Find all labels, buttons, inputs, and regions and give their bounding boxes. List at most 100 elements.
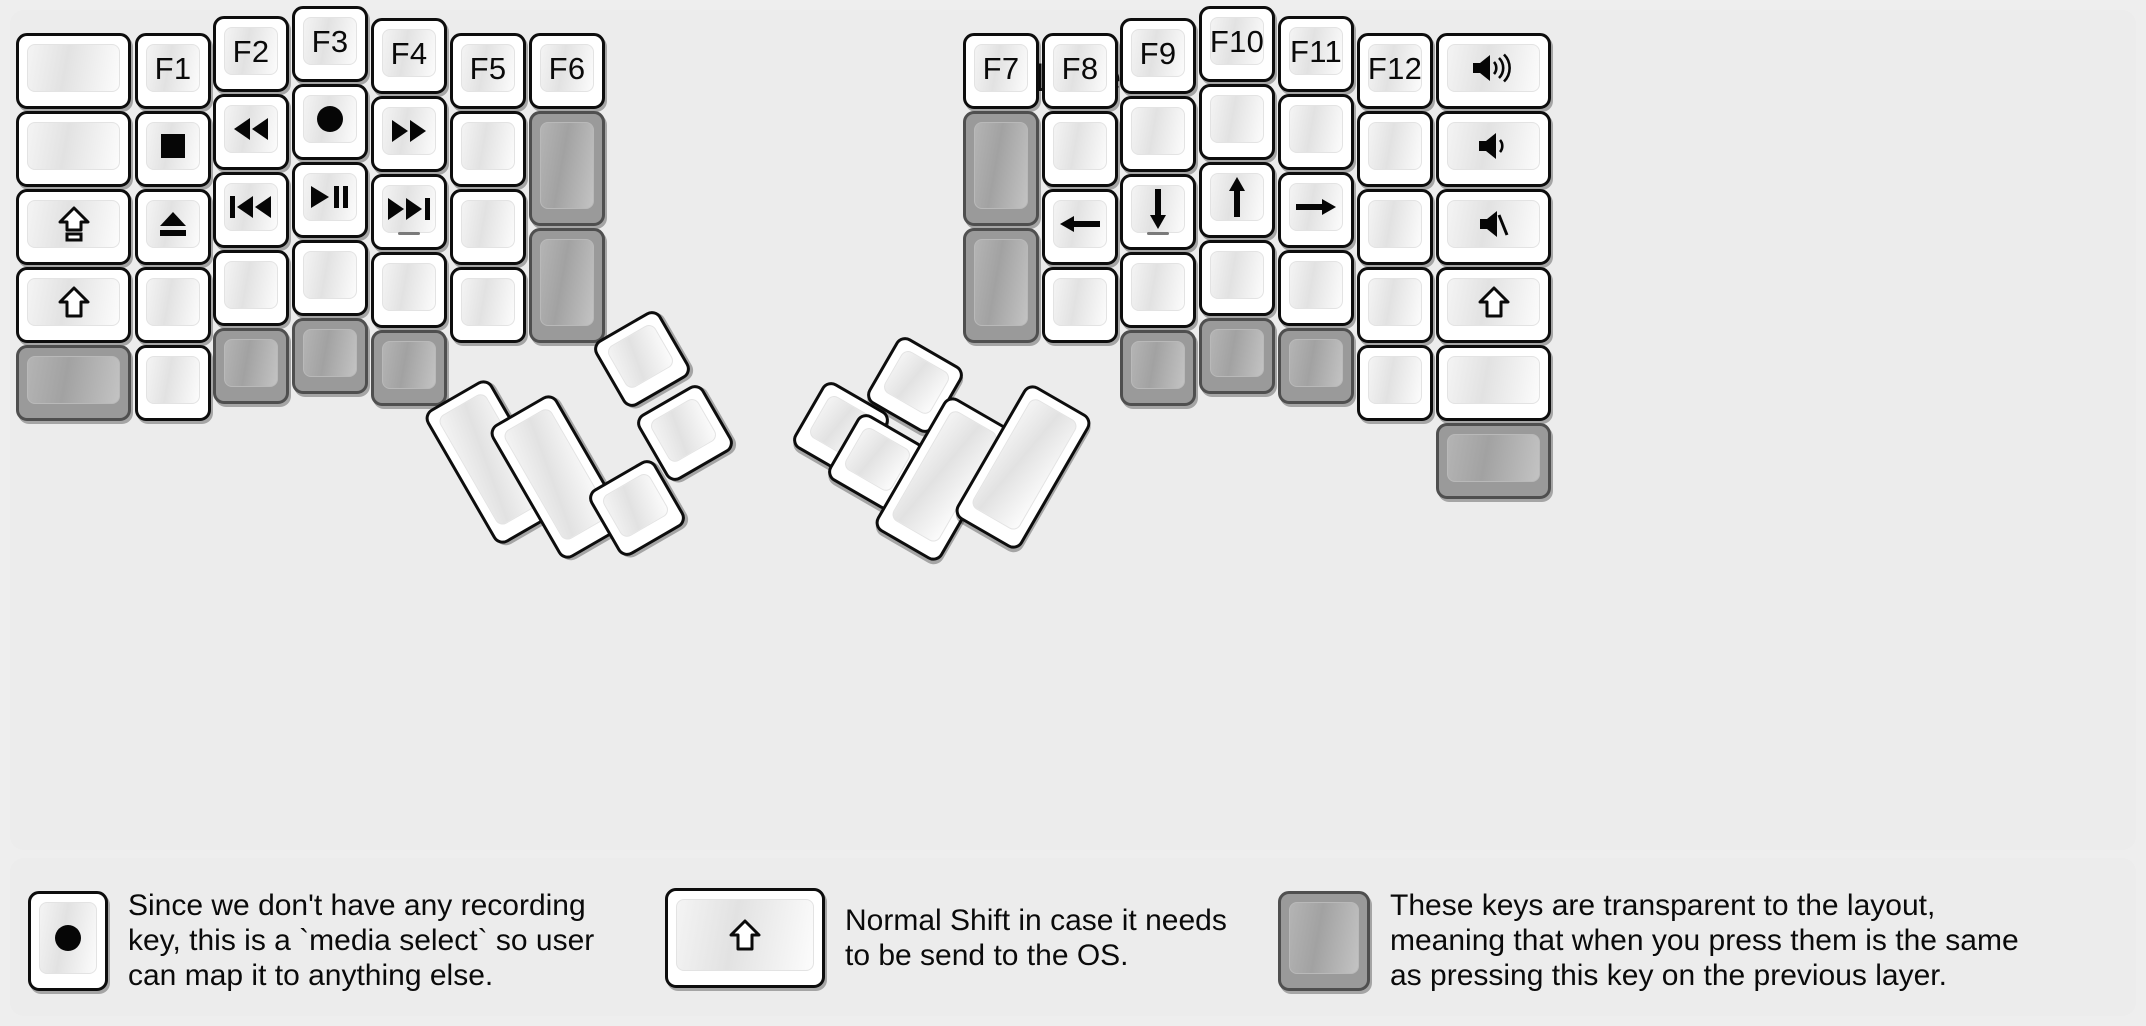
key-media-eject[interactable] <box>135 189 211 265</box>
previous-track-icon <box>230 196 271 218</box>
keycap-surface <box>1289 183 1343 231</box>
key-f6[interactable]: F6 <box>529 33 605 109</box>
key-icon <box>386 196 432 222</box>
key-blank-l5r4[interactable] <box>371 252 447 328</box>
key-shift-left[interactable] <box>16 267 131 343</box>
legend-panel <box>10 858 2136 1016</box>
key-blank-l3r4[interactable] <box>213 250 289 326</box>
key-trans-rinner-tall2[interactable] <box>963 228 1039 343</box>
key-blank-l6r2[interactable] <box>450 111 526 187</box>
key-arrow-left[interactable] <box>1042 189 1118 265</box>
key-media-ffwd[interactable] <box>371 96 447 172</box>
key-trans-inner-tall1[interactable] <box>529 111 605 226</box>
key-arrow-up[interactable] <box>1199 162 1275 238</box>
keycap-surface <box>1053 278 1107 326</box>
key-f2[interactable]: F2 <box>213 16 289 92</box>
key-f11[interactable]: F11 <box>1278 16 1354 92</box>
key-blank-r4r2[interactable] <box>1199 84 1275 160</box>
key-blank-l2r5[interactable] <box>135 345 211 421</box>
key-blank-r3r2[interactable] <box>1120 96 1196 172</box>
play-pause-icon <box>311 186 348 208</box>
record-icon <box>317 106 343 132</box>
key-media-prev[interactable] <box>213 172 289 248</box>
key-f3[interactable]: F3 <box>292 6 368 82</box>
arrow-down-icon <box>1150 189 1166 229</box>
eject-icon <box>160 212 186 236</box>
key-blank-r3r4[interactable] <box>1120 252 1196 328</box>
key-trans-r4r5[interactable] <box>1199 318 1275 394</box>
key-icon <box>1471 53 1517 83</box>
key-media-next[interactable] <box>371 174 447 250</box>
key-blank-l2r4[interactable] <box>135 267 211 343</box>
legend-transparent-description: These keys are transparent to the layout… <box>1390 889 2019 993</box>
key-blank-r6r5[interactable] <box>1357 345 1433 421</box>
keycap-surface <box>1447 278 1540 326</box>
key-blank-r6r3[interactable] <box>1357 189 1433 265</box>
key-shift-right[interactable] <box>1436 267 1551 343</box>
key-blank-r4r4[interactable] <box>1199 240 1275 316</box>
key-icon <box>728 918 762 952</box>
key-media-stop[interactable] <box>135 111 211 187</box>
key-trans-inner-tall2[interactable] <box>529 228 605 343</box>
key-icon <box>1477 131 1511 161</box>
legend-transparent-sample-key <box>1278 890 1370 991</box>
key-blank-r5r2[interactable] <box>1278 94 1354 170</box>
keycap-surface <box>1368 200 1422 248</box>
key-f12[interactable]: F12 <box>1357 33 1433 109</box>
key-trans-l1r5[interactable] <box>16 345 131 421</box>
keycap-surface <box>27 122 120 170</box>
key-media-record[interactable] <box>292 84 368 160</box>
key-f10[interactable]: F10 <box>1199 6 1275 82</box>
key-trans-l3r5[interactable] <box>213 328 289 404</box>
key-arrow-right[interactable] <box>1278 172 1354 248</box>
key-arrow-down[interactable] <box>1120 174 1196 250</box>
key-trans-l4r5[interactable] <box>292 318 368 394</box>
key-f5[interactable]: F5 <box>450 33 526 109</box>
key-blank-l6r3[interactable] <box>450 189 526 265</box>
key-blank-r7r5[interactable] <box>1436 345 1551 421</box>
key-blank-r6r4[interactable] <box>1357 267 1433 343</box>
key-volume-mute[interactable] <box>1436 189 1551 265</box>
fast-forward-icon <box>392 120 426 142</box>
keycap-surface <box>1053 200 1107 248</box>
keycap-surface <box>600 471 671 540</box>
keycap-surface: F2 <box>224 27 278 75</box>
key-f9[interactable]: F9 <box>1120 18 1196 94</box>
key-icon <box>228 194 274 220</box>
legend-shift-sample-key <box>665 888 825 988</box>
key-blank-l4r4[interactable] <box>292 240 368 316</box>
key-caps-lock[interactable] <box>16 189 131 265</box>
key-trans-r5r5[interactable] <box>1278 328 1354 404</box>
key-f4[interactable]: F4 <box>371 18 447 94</box>
keycap-surface <box>974 239 1028 326</box>
key-volume-down[interactable] <box>1436 111 1551 187</box>
key-blank-l1r2[interactable] <box>16 111 131 187</box>
keycap-surface <box>1447 44 1540 92</box>
key-blank-l1r1[interactable] <box>16 33 131 109</box>
key-volume-up[interactable] <box>1436 33 1551 109</box>
keycap-surface <box>146 278 200 326</box>
key-blank-r2r4[interactable] <box>1042 267 1118 343</box>
key-underbar-mark <box>1147 232 1169 235</box>
key-media-rewind[interactable] <box>213 94 289 170</box>
key-label: F6 <box>548 50 586 86</box>
key-icon <box>231 116 271 142</box>
key-f7[interactable]: F7 <box>963 33 1039 109</box>
key-trans-r7r6[interactable] <box>1436 423 1551 499</box>
key-trans-r3r5[interactable] <box>1120 330 1196 406</box>
arrow-right-icon <box>1296 199 1336 215</box>
key-f1[interactable]: F1 <box>135 33 211 109</box>
key-f8[interactable]: F8 <box>1042 33 1118 109</box>
key-media-playpause[interactable] <box>292 162 368 238</box>
keycap-surface <box>224 261 278 309</box>
key-blank-l6r4[interactable] <box>450 267 526 343</box>
key-icon <box>54 924 82 952</box>
key-trans-rinner-tall1[interactable] <box>963 111 1039 226</box>
key-blank-r6r2[interactable] <box>1357 111 1433 187</box>
legend-record-sample-key <box>28 890 108 991</box>
key-trans-l5r5[interactable] <box>371 330 447 406</box>
volume-mute-icon <box>1479 211 1508 237</box>
key-blank-r2r2[interactable] <box>1042 111 1118 187</box>
key-blank-r5r4[interactable] <box>1278 250 1354 326</box>
